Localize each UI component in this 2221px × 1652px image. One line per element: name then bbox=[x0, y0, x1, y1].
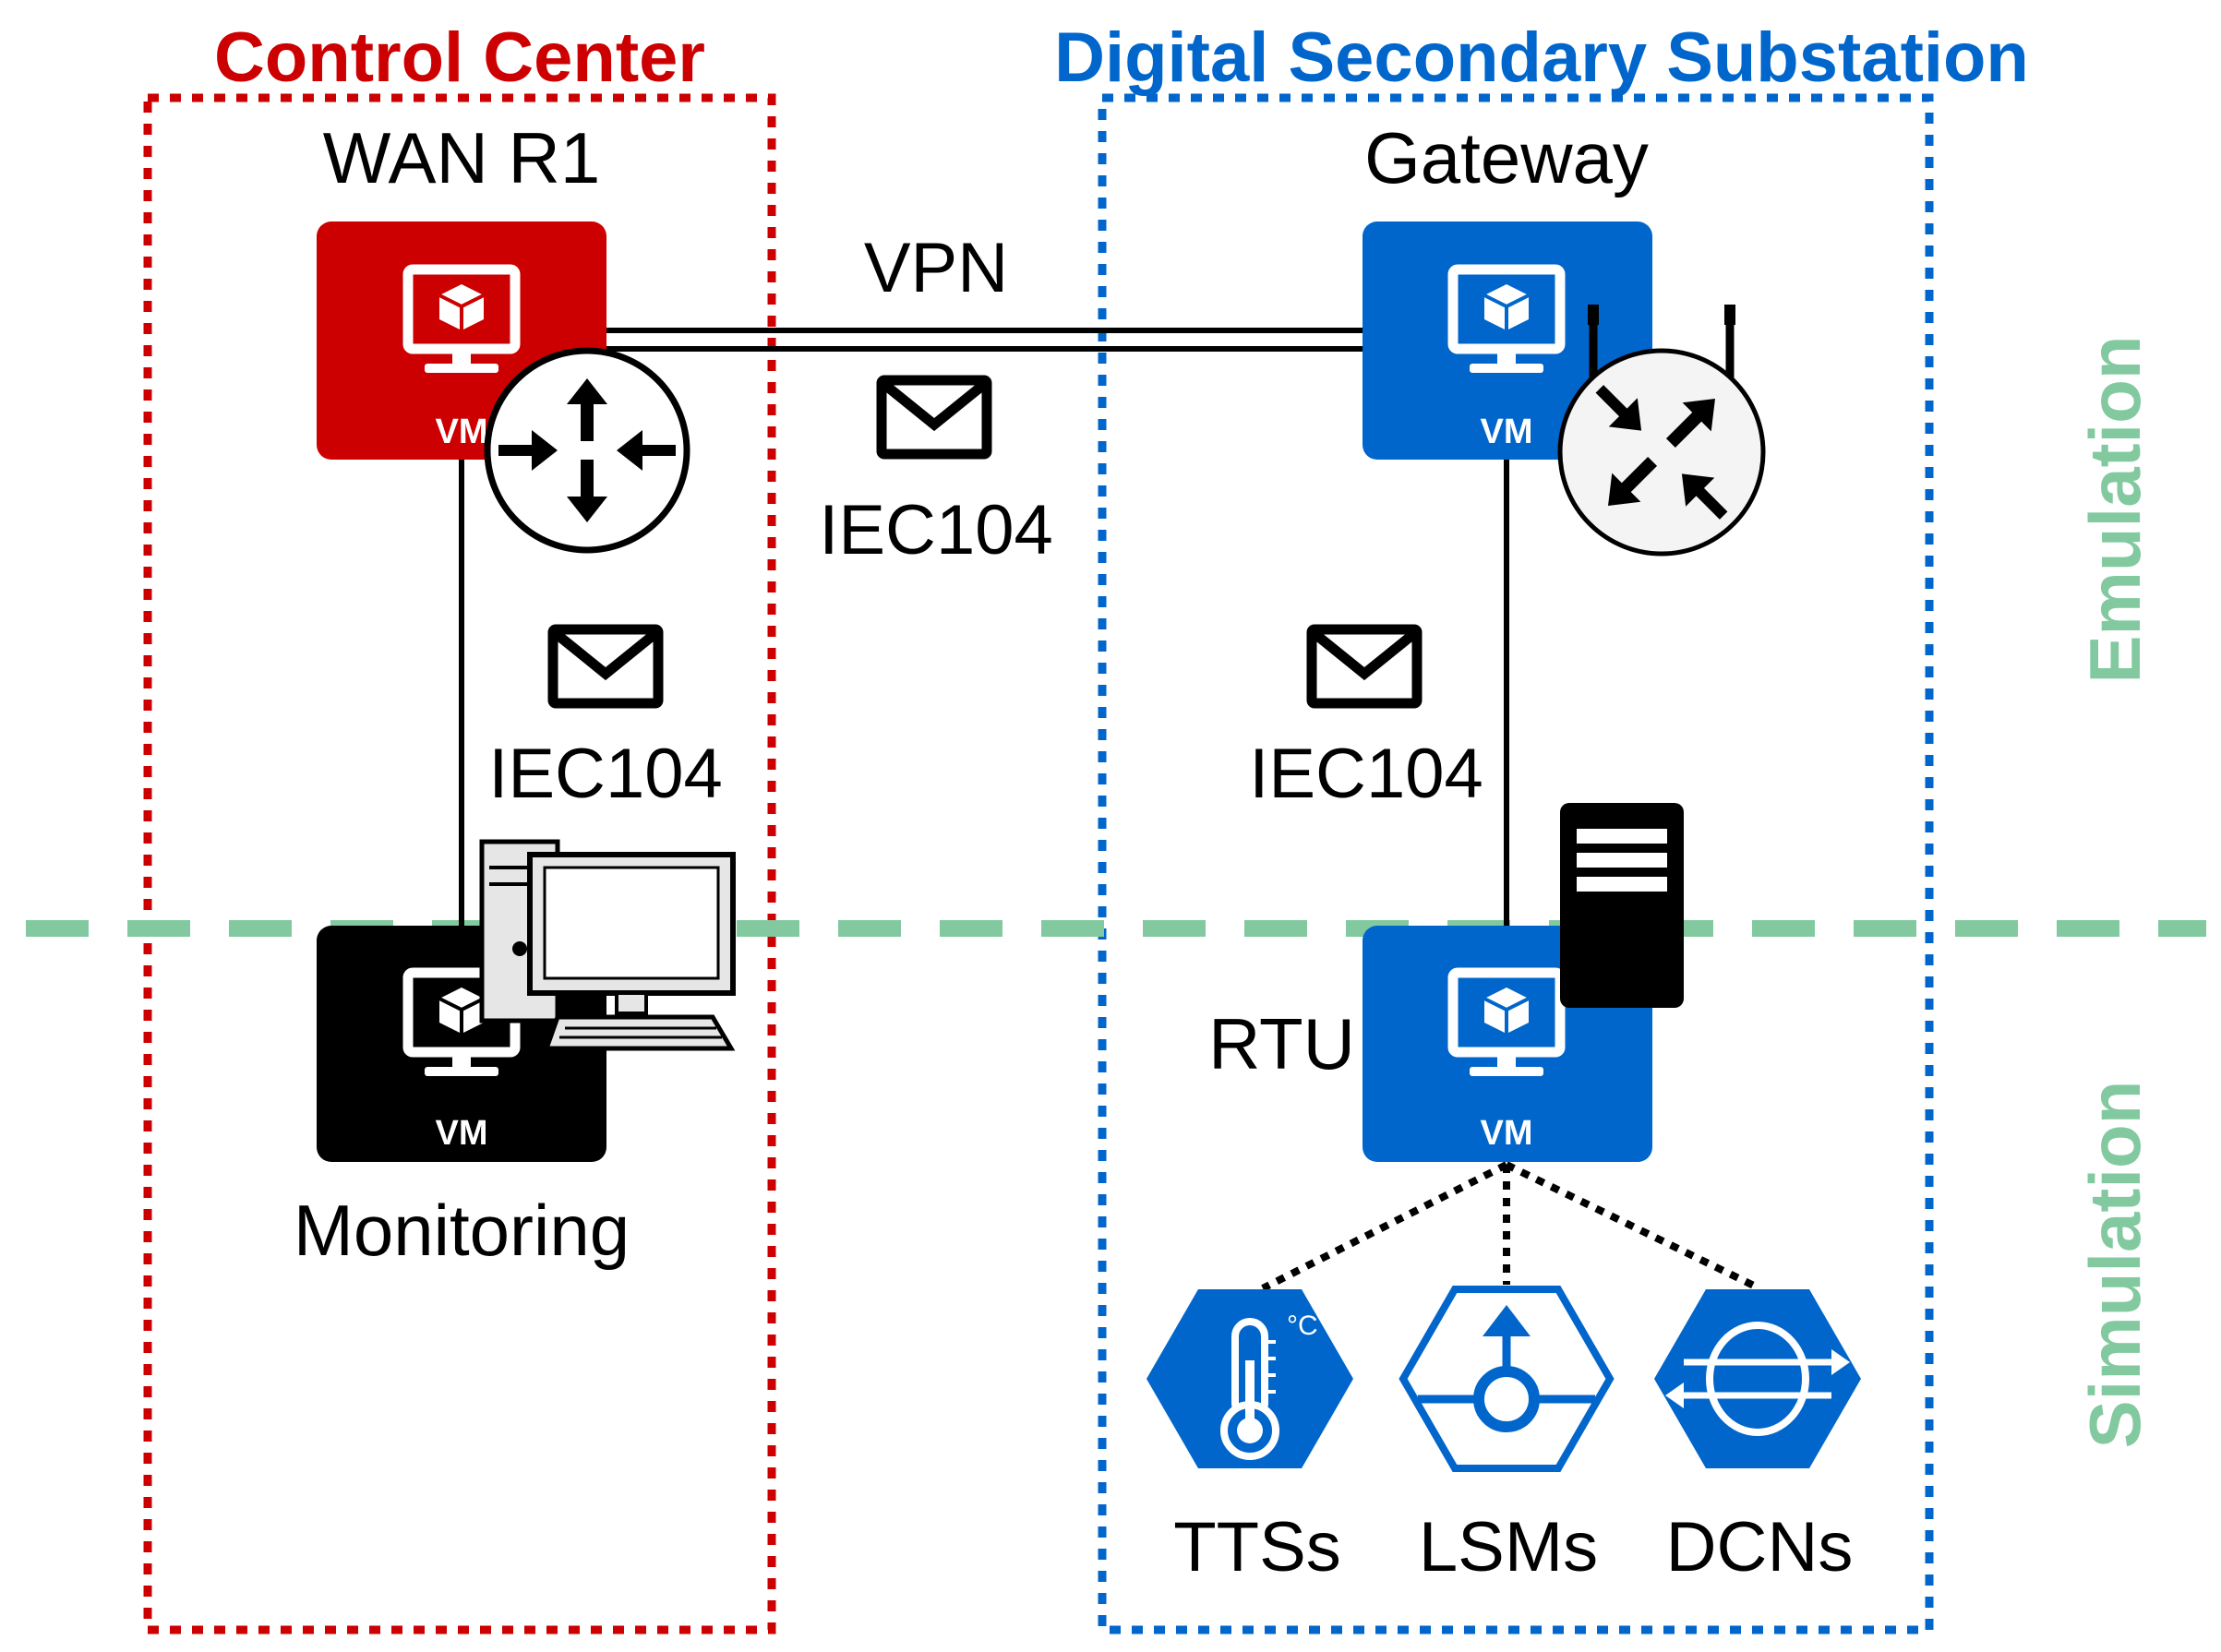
vpn-label: VPN bbox=[864, 229, 1008, 307]
wan-monitoring-protocol-label: IEC104 bbox=[488, 735, 723, 813]
desktop-pc-icon bbox=[479, 839, 736, 1051]
tts-device[interactable]: °C bbox=[1147, 1289, 1353, 1468]
substation-title: Digital Secondary Substation bbox=[1054, 18, 2029, 97]
lsm-icon bbox=[1418, 1305, 1595, 1432]
envelope-icon bbox=[1312, 629, 1417, 703]
lsm-label: LSMs bbox=[1419, 1508, 1598, 1586]
wan-r1-label: WAN R1 bbox=[323, 117, 600, 198]
gateway-label: Gateway bbox=[1364, 117, 1649, 198]
dcn-label: DCNs bbox=[1666, 1508, 1854, 1586]
router-icon bbox=[484, 347, 690, 554]
substation-region bbox=[1098, 93, 1934, 1634]
tts-label: TTSs bbox=[1173, 1508, 1341, 1586]
envelope-icon bbox=[882, 380, 987, 454]
thermometer-icon bbox=[1220, 1318, 1279, 1460]
rtu-vm-badge: VM bbox=[1481, 1114, 1533, 1153]
envelope-icon bbox=[553, 629, 658, 703]
link-vpn bbox=[600, 328, 1366, 352]
control-center-region bbox=[143, 93, 776, 1634]
simulation-label: Simulation bbox=[2074, 1081, 2155, 1449]
gateway-rtu-protocol-label: IEC104 bbox=[1249, 735, 1483, 813]
monitoring-vm-badge: VM bbox=[436, 1114, 488, 1153]
server-icon bbox=[1560, 803, 1684, 1008]
rtu-device-links bbox=[1261, 1161, 1761, 1292]
wan-r1-vm-badge: VM bbox=[436, 413, 488, 451]
control-center-title: Control Center bbox=[214, 18, 705, 97]
vpn-protocol-label: IEC104 bbox=[819, 491, 1053, 569]
wireless-router-icon bbox=[1557, 305, 1766, 557]
dcn-icon bbox=[1665, 1322, 1850, 1436]
monitoring-label: Monitoring bbox=[294, 1190, 630, 1271]
lsm-device[interactable] bbox=[1399, 1286, 1615, 1472]
rtu-label: RTU bbox=[1208, 1003, 1355, 1084]
dcn-device[interactable] bbox=[1654, 1289, 1861, 1468]
emulation-label: Emulation bbox=[2074, 335, 2155, 683]
gateway-vm-badge: VM bbox=[1481, 413, 1533, 451]
tts-unit: °C bbox=[1287, 1311, 1318, 1341]
